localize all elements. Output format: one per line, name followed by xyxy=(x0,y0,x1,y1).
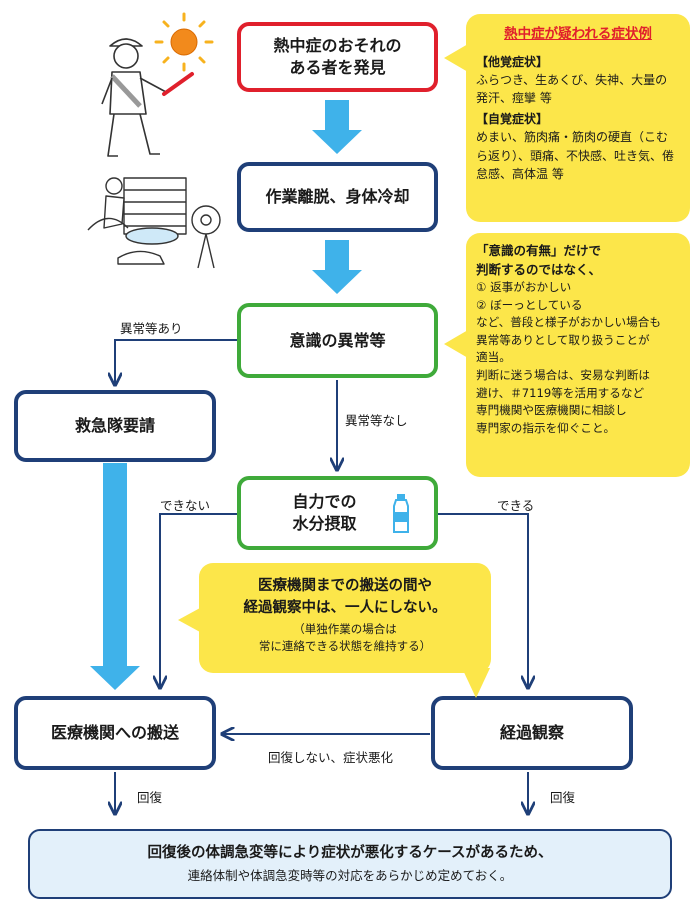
edge-label-abnormal-no: 異常等なし xyxy=(345,413,408,428)
edge-label-abnormal-yes: 異常等あり xyxy=(120,321,183,336)
watch-line-2: 経過観察中は、一人にしない。 xyxy=(243,600,447,617)
consciousness-body: など、普段と様子がおかしい場合も 異常等ありとして取り扱うことが 適当。 xyxy=(476,315,661,365)
consciousness-bubble-tail xyxy=(444,330,468,358)
symptom-bubble-tail xyxy=(444,44,468,72)
watch-bubble: 医療機関までの搬送の間や 経過観察中は、一人にしない。 （単独作業の場合は 常に… xyxy=(199,563,491,673)
edge-label-can: できる xyxy=(497,498,535,513)
node-cool: 作業離脱、身体冷却 xyxy=(237,162,438,232)
node-hydrate-label: 自力での 水分摂取 xyxy=(292,492,357,533)
branch-connectors xyxy=(115,339,528,814)
worker-illustration xyxy=(101,12,214,157)
edge-label-cannot: できない xyxy=(160,498,211,513)
objective-heading: 【他覚症状】 xyxy=(476,54,549,69)
edge-label-recovered-right: 回復 xyxy=(550,790,576,805)
subjective-heading: 【自覚症状】 xyxy=(476,112,549,127)
node-observe-label: 経過観察 xyxy=(499,723,564,743)
water-bottle-icon xyxy=(393,494,409,533)
node-discover-label: 熱中症のおそれの ある者を発見 xyxy=(273,36,402,77)
watch-line-1: 医療機関までの搬送の間や xyxy=(258,578,432,594)
edge-label-recovered-left: 回復 xyxy=(137,790,163,805)
node-transport-label: 医療機関への搬送 xyxy=(50,723,179,743)
node-hydrate: 自力での 水分摂取 xyxy=(237,476,438,550)
watch-note: （単独作業の場合は 常に連絡できる状態を維持する） xyxy=(258,622,432,653)
consciousness-bubble: 「意識の有無」だけで 判断するのではなく、 ① 返事がおかしい ② ぼーっとして… xyxy=(466,233,690,477)
node-transport: 医療機関への搬送 xyxy=(14,696,216,770)
connector-can xyxy=(437,513,528,688)
node-consciousness-label: 意識の異常等 xyxy=(289,330,386,350)
arrow-cool-to-consciousness xyxy=(312,240,362,294)
watch-bubble-tail-bottom xyxy=(462,668,490,698)
edge-label-not-recovered: 回復しない、症状悪化 xyxy=(268,750,394,765)
objective-text: ふらつき、生あくび、失神、大量の 発汗、痙攣 等 xyxy=(476,72,668,105)
watch-bubble-tail-left xyxy=(178,608,200,632)
symptom-bubble: 熱中症が疑われる症状例 【他覚症状】 ふらつき、生あくび、失神、大量の 発汗、痙… xyxy=(466,14,690,222)
cooling-illustration xyxy=(87,177,221,269)
node-observe: 経過観察 xyxy=(431,696,633,770)
footer-line-1: 回復後の体調急変等により症状が悪化するケースがあるため、 xyxy=(147,845,553,862)
node-cool-label: 作業離脱、身体冷却 xyxy=(265,187,410,207)
main-flow-arrows xyxy=(90,100,362,690)
connector-cannot xyxy=(160,513,238,688)
node-consciousness: 意識の異常等 xyxy=(237,303,438,378)
consciousness-item-1: ① 返事がおかしい xyxy=(476,280,572,294)
footer-line-2: 連絡体制や体調急変時等の対応をあらかじめ定めておく。 xyxy=(187,867,513,883)
subjective-text: めまい、筋肉痛・筋肉の硬直（こむ ら返り）、頭痛、不快感、吐き気、倦 怠感、高体… xyxy=(476,130,675,181)
symptom-title: 熱中症が疑われる症状例 xyxy=(504,26,652,42)
consciousness-heading: 「意識の有無」だけで 判断するのではなく、 xyxy=(476,243,602,277)
node-ambulance-label: 救急隊要請 xyxy=(74,416,155,436)
arrow-discover-to-cool xyxy=(312,100,362,154)
sun-icon xyxy=(154,12,214,72)
connector-abnormal-yes xyxy=(115,339,238,385)
arrow-ambulance-to-transport xyxy=(90,463,140,690)
consciousness-item-2: ② ぼーっとしている xyxy=(476,297,583,312)
consciousness-advice: 判断に迷う場合は、安易な判断は 避け、＃7119等を活用するなど 専門機関や医療… xyxy=(476,368,650,435)
footer-note: 回復後の体調急変等により症状が悪化するケースがあるため、 連絡体制や体調急変時等… xyxy=(28,829,672,899)
node-discover: 熱中症のおそれの ある者を発見 xyxy=(237,22,438,92)
node-ambulance: 救急隊要請 xyxy=(14,390,216,462)
